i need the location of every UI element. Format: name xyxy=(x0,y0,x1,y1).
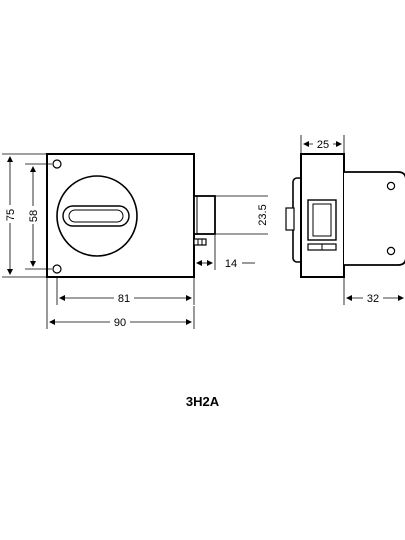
front-dimension-labels: 75 58 23.5 14 81 90 xyxy=(3,198,269,329)
dim-screw-spacing: 81 xyxy=(118,293,130,305)
side-bolt xyxy=(285,207,295,231)
bracket-hole-bottom xyxy=(386,246,396,256)
key-slot-inner xyxy=(68,209,124,223)
side-back-bracket xyxy=(344,171,405,266)
latch-tab xyxy=(193,238,207,246)
side-dimension-labels: 25 32 xyxy=(313,137,383,305)
screw-hole-bottom xyxy=(52,264,62,274)
dim-height-screws: 58 xyxy=(28,210,40,222)
dim-bolt-height: 23.5 xyxy=(257,204,269,225)
model-label: 3H2A xyxy=(185,394,220,409)
screw-hole-top xyxy=(52,159,62,169)
bolt-front xyxy=(193,195,216,235)
side-view xyxy=(285,153,405,278)
front-view xyxy=(46,153,216,278)
bracket-hole-top xyxy=(386,181,396,191)
dim-bolt-throw: 14 xyxy=(225,258,237,270)
dim-width-total: 90 xyxy=(114,317,126,329)
dim-depth-case: 32 xyxy=(367,293,379,305)
dim-depth-front: 25 xyxy=(317,139,329,151)
dim-height-total: 75 xyxy=(5,209,17,221)
